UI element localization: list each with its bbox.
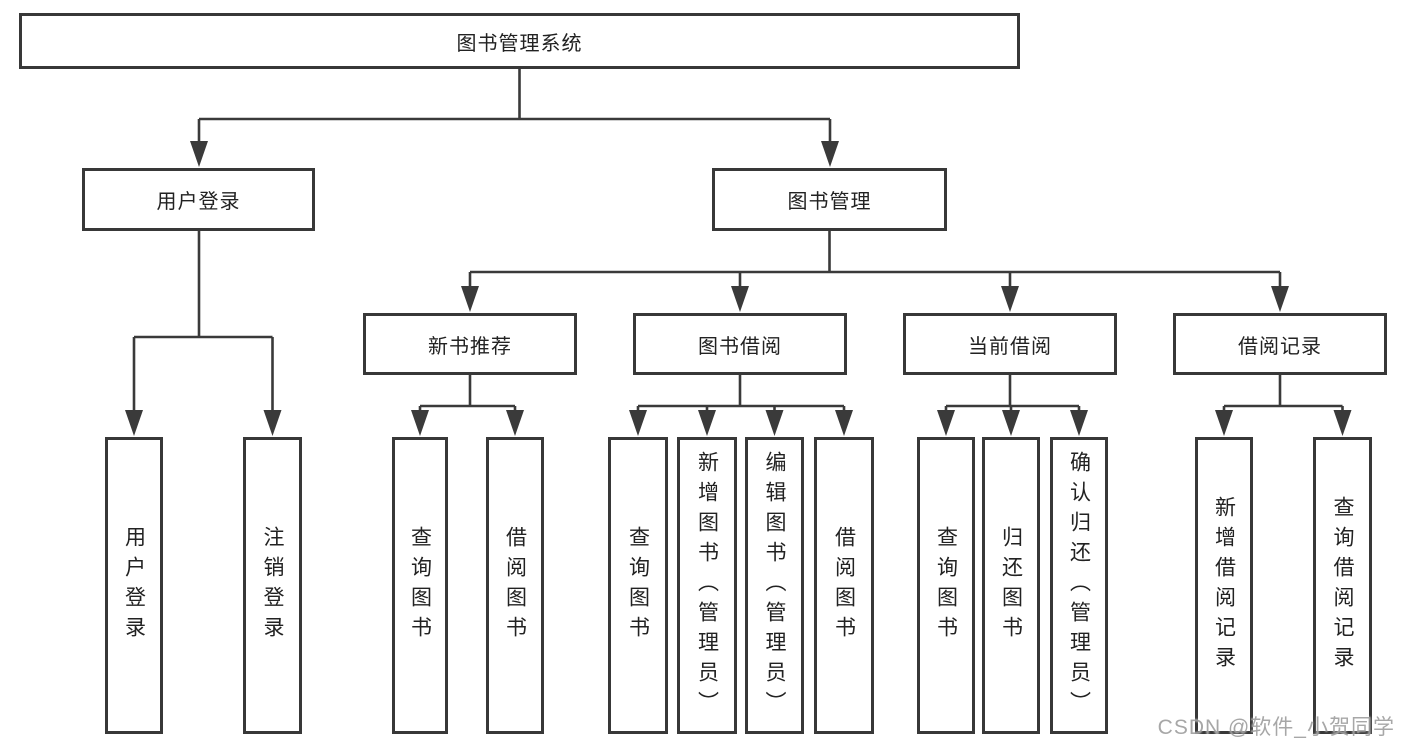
node-leaf-query-books-3: 查询图书 xyxy=(917,437,975,734)
node-label: 借阅记录 xyxy=(1238,335,1322,358)
node-label: 新书推荐 xyxy=(428,335,512,358)
node-leaf-return-books: 归还图书 xyxy=(982,437,1040,734)
csdn-watermark: CSDN @软件_小贺同学 xyxy=(1157,716,1395,739)
node-leaf-borrow-books-1: 借阅图书 xyxy=(486,437,544,734)
arrowheads xyxy=(125,141,1352,436)
node-book-management-branch: 图书管理 xyxy=(712,168,947,231)
node-label: 新增图书（管理员） xyxy=(695,450,719,721)
node-label: 借阅图书 xyxy=(503,525,527,646)
node-leaf-confirm-return-admin: 确认归还（管理员） xyxy=(1050,437,1108,734)
node-leaf-add-borrow-record: 新增借阅记录 xyxy=(1195,437,1253,734)
node-label: 查询图书 xyxy=(934,525,958,646)
node-label: 图书借阅 xyxy=(698,335,782,358)
node-leaf-borrow-books-2: 借阅图书 xyxy=(814,437,874,734)
node-label: 编辑图书（管理员） xyxy=(763,450,786,721)
node-leaf-edit-books-admin: 编辑图书（管理员） xyxy=(745,437,804,734)
node-label: 归还图书 xyxy=(999,525,1023,646)
node-label: 当前借阅 xyxy=(968,335,1052,358)
node-label: 新增借阅记录 xyxy=(1212,495,1236,676)
node-leaf-query-books-2: 查询图书 xyxy=(608,437,668,734)
node-label: 查询借阅记录 xyxy=(1331,495,1354,676)
node-borrowing-records: 借阅记录 xyxy=(1173,313,1387,375)
node-label: 查询图书 xyxy=(626,525,650,646)
node-label: 用户登录 xyxy=(156,191,241,213)
node-leaf-query-borrow-record: 查询借阅记录 xyxy=(1313,437,1372,734)
node-label: 图书管理系统 xyxy=(456,32,583,55)
node-book-borrowing: 图书借阅 xyxy=(633,313,847,375)
node-label: 图书管理 xyxy=(787,191,872,213)
node-label: 借阅图书 xyxy=(832,525,856,646)
node-leaf-query-books-1: 查询图书 xyxy=(392,437,448,734)
node-label: 注销登录 xyxy=(261,525,284,646)
node-label: 查询图书 xyxy=(408,525,432,646)
node-new-book-recommendation: 新书推荐 xyxy=(363,313,577,375)
node-label: 用户登录 xyxy=(122,525,146,646)
node-label: 确认归还（管理员） xyxy=(1067,450,1091,721)
node-current-borrowing: 当前借阅 xyxy=(903,313,1117,375)
node-leaf-add-books-admin: 新增图书（管理员） xyxy=(677,437,737,734)
node-root-book-management-system: 图书管理系统 xyxy=(19,13,1020,69)
node-leaf-user-login: 用户登录 xyxy=(105,437,163,734)
node-leaf-logout: 注销登录 xyxy=(243,437,302,734)
node-user-login-branch: 用户登录 xyxy=(82,168,315,231)
